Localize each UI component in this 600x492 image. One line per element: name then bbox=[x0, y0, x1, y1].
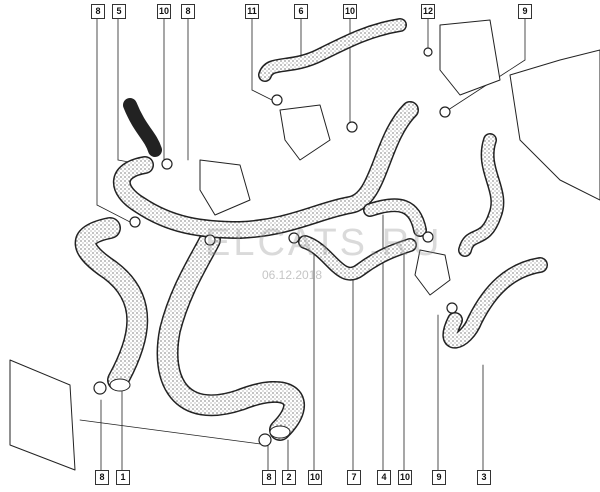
callout-7: 7 bbox=[347, 470, 361, 485]
callout-8: 8 bbox=[95, 470, 109, 485]
callout-10: 10 bbox=[343, 4, 357, 19]
callout-5: 5 bbox=[112, 4, 126, 19]
watermark: ELCATS.RU bbox=[205, 222, 443, 264]
callout-1: 1 bbox=[116, 470, 130, 485]
callout-3: 3 bbox=[477, 470, 491, 485]
callout-12: 12 bbox=[421, 4, 435, 19]
components bbox=[9, 19, 600, 471]
callout-10: 10 bbox=[157, 4, 171, 19]
callout-11: 11 bbox=[245, 4, 259, 19]
date-stamp: 06.12.2018 bbox=[262, 268, 323, 282]
callout-6: 6 bbox=[294, 4, 308, 19]
callout-9: 9 bbox=[518, 4, 532, 19]
callout-4: 4 bbox=[377, 470, 391, 485]
callout-10: 10 bbox=[308, 470, 322, 485]
callout-10: 10 bbox=[398, 470, 412, 485]
callout-2: 2 bbox=[282, 470, 296, 485]
callout-9: 9 bbox=[432, 470, 446, 485]
clamps bbox=[93, 47, 458, 447]
hoses bbox=[74, 18, 548, 441]
callout-8: 8 bbox=[181, 4, 195, 19]
callout-8: 8 bbox=[262, 470, 276, 485]
callout-8: 8 bbox=[91, 4, 105, 19]
